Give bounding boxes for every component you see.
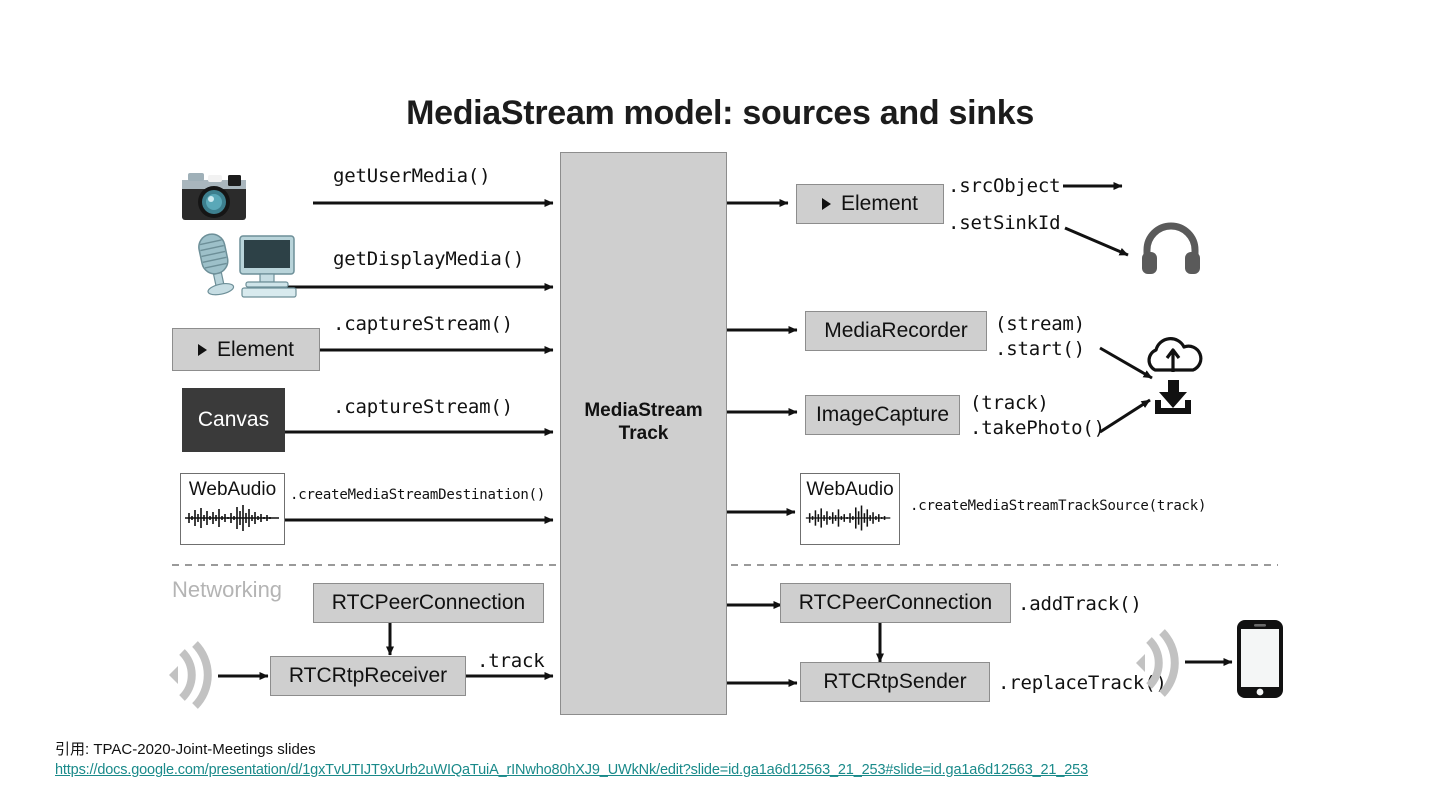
citation-link[interactable]: https://docs.google.com/presentation/d/1… [55,762,1089,778]
networking-label: Networking [172,577,283,602]
mediastream-track-block [560,152,727,715]
track-label: .track [477,650,545,672]
element-source-box[interactable]: Element [172,328,320,371]
mic-monitor-icon [184,228,304,305]
rtcrtpreceiver-label: RTCRtpReceiver [288,664,448,687]
setsinkid-label: .setSinkId [948,212,1061,234]
webaudio-sink-label: WebAudio [806,479,894,500]
citation-text: 引用: TPAC-2020-Joint-Meetings slides [55,741,316,758]
page-title: MediaStream model: sources and sinks [406,94,1034,132]
createmediastreamdestination-label: .createMediaStreamDestination() [290,487,546,503]
camera-icon [178,166,250,229]
getusermedia-label: getUserMedia() [333,165,491,187]
element-source-label: Element [216,337,295,361]
play-triangle-icon [197,343,207,356]
canvas-source-box[interactable]: Canvas [182,388,285,452]
rtcpeerconnection-receive-box[interactable]: RTCPeerConnection [313,583,544,623]
mediastream-track-line1: MediaStream [584,400,703,421]
webaudio-sink-box[interactable]: WebAudio [800,473,900,545]
imagecapture-takephoto-label: .takePhoto() [970,417,1105,439]
element-sink-box[interactable]: Element [796,184,944,224]
waveform-icon [184,505,279,531]
mediarecorder-label: MediaRecorder [824,319,968,342]
canvas-capturestream-label: .captureStream() [333,396,513,418]
rtcpeerconnection-send-box[interactable]: RTCPeerConnection [780,583,1011,623]
signal-waves-icon [168,640,226,715]
cloud-download-icon [1137,336,1209,421]
getdisplaymedia-label: getDisplayMedia() [333,248,525,270]
mediarecorder-box[interactable]: MediaRecorder [805,311,987,351]
mediarecorder-stream-label: (stream) [995,313,1085,335]
rtcrtpreceiver-box[interactable]: RTCRtpReceiver [270,656,466,696]
mediastream-track-line2: Track [618,422,669,444]
rtcrtpsender-box[interactable]: RTCRtpSender [800,662,990,702]
imagecapture-box[interactable]: ImageCapture [805,395,960,435]
canvas-source-label: Canvas [197,408,270,431]
waveform-icon [805,505,891,531]
rtcpeerconnection-receive-label: RTCPeerConnection [331,591,526,614]
webaudio-source-box[interactable]: WebAudio [180,473,285,545]
element-sink-label: Element [840,192,919,215]
replacetrack-label: .replaceTrack() [998,672,1167,694]
imagecapture-track-label: (track) [970,392,1049,414]
imagecapture-label: ImageCapture [815,403,950,426]
createmediastreamtracksource-label: .createMediaStreamTrackSource(track) [910,498,1207,514]
smartphone-icon [1235,618,1285,705]
mediastream-track-label: MediaStream Track [560,400,727,446]
element-capturestream-label: .captureStream() [333,313,513,335]
webaudio-source-label: WebAudio [188,479,277,500]
mediarecorder-start-label: .start() [995,338,1085,360]
srcobject-label: .srcObject [948,175,1061,197]
rtcrtpsender-label: RTCRtpSender [823,670,967,693]
play-triangle-icon [821,198,831,210]
addtrack-label: .addTrack() [1018,593,1142,615]
headphones-icon [1140,222,1202,279]
signal-waves-icon [1135,628,1193,703]
rtcpeerconnection-send-label: RTCPeerConnection [798,591,993,614]
